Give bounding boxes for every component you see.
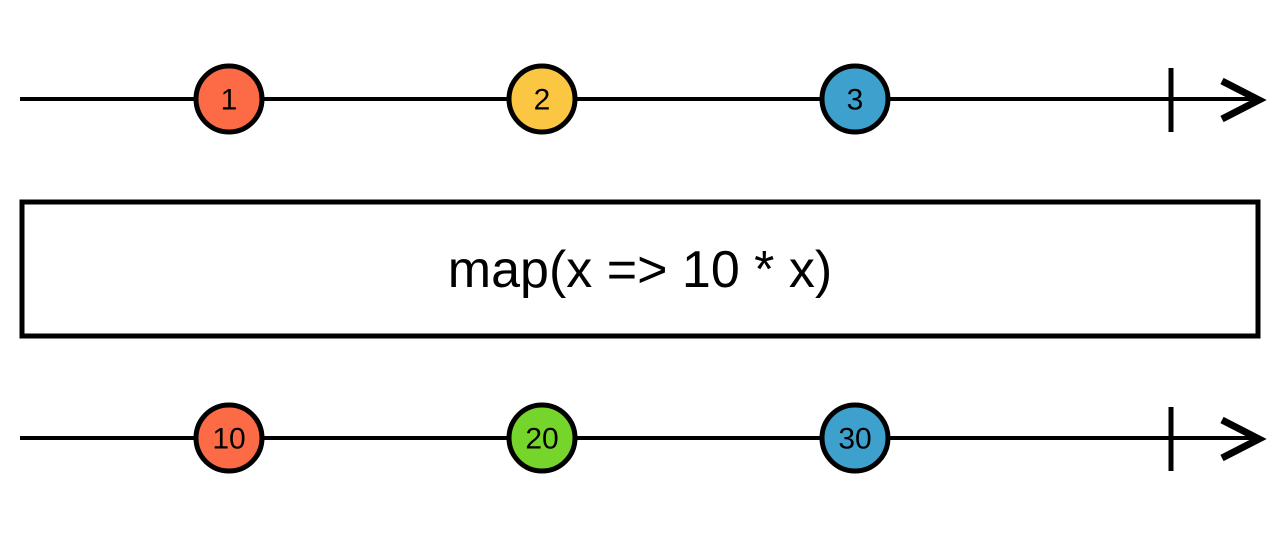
marble[interactable]: 1	[193, 63, 265, 135]
input-marble-2-label: 2	[534, 84, 551, 117]
operator-label: map(x => 10 * x)	[448, 241, 832, 299]
output-marble-30-circle	[819, 402, 891, 474]
output-marble-10-circle	[193, 402, 265, 474]
input-arrowhead-icon	[1220, 77, 1267, 123]
output-arrowhead-icon	[1220, 416, 1267, 462]
input-marble-2-circle[interactable]	[506, 63, 578, 135]
marble: 30	[819, 402, 891, 474]
marble[interactable]: 2	[506, 63, 578, 135]
output-marble-20-circle	[506, 402, 578, 474]
operator-box: map(x => 10 * x)	[19, 199, 1261, 339]
input-marble-1-label: 1	[221, 84, 238, 117]
marble[interactable]: 3	[819, 63, 891, 135]
output-marble-10-label: 10	[212, 423, 245, 456]
input-marble-1-circle[interactable]	[193, 63, 265, 135]
marble: 10	[193, 402, 265, 474]
operator-box-frame	[19, 199, 1261, 339]
output-marble-20-label: 20	[525, 423, 558, 456]
output-marble-30-label: 30	[838, 423, 871, 456]
input-stream: 1 2 3	[20, 63, 1267, 135]
input-marble-3-circle[interactable]	[819, 63, 891, 135]
input-marble-3-label: 3	[847, 84, 864, 117]
output-stream: 10 20 30	[20, 402, 1267, 474]
marble: 20	[506, 402, 578, 474]
